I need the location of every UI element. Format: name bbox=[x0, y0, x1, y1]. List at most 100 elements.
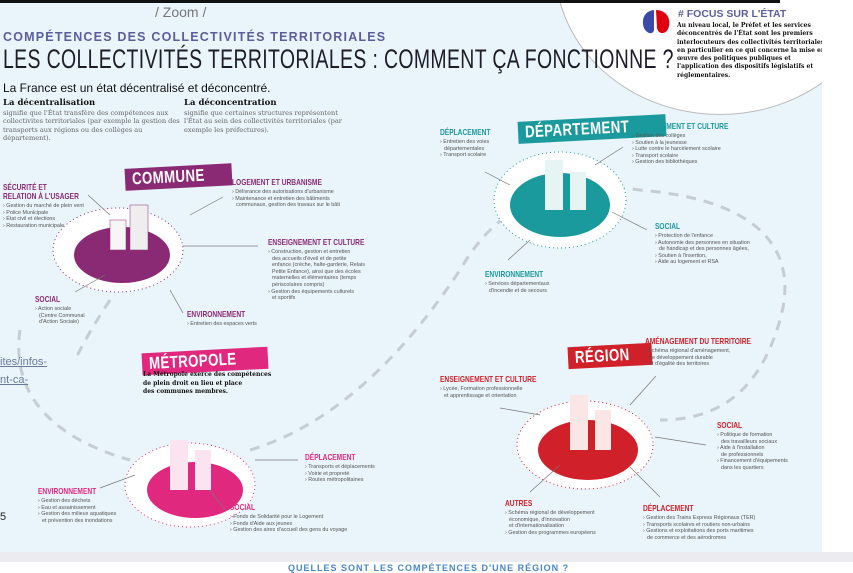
list-item: › Transports et déplacements bbox=[305, 464, 375, 470]
section-c-environnement: ENVIRONNEMENT › Entretien des espaces ver… bbox=[187, 310, 262, 328]
section-c-securite: SÉCURITÉ ET RELATION À L'USAGER› Gestion… bbox=[3, 183, 100, 229]
list-item: › Entretien des voies départementales bbox=[440, 139, 490, 152]
section-m-social: SOCIAL › Fonds de Solidarité pour le Loge… bbox=[230, 503, 347, 534]
definition-term: La déconcentration bbox=[184, 98, 277, 108]
section-m-environnement: ENVIRONNEMENT › Gestion des déchets› Eau … bbox=[38, 487, 116, 524]
list-item: › Services départementaux d'incendie et … bbox=[485, 281, 550, 294]
focus-text: Au niveau local, le Préfet et les servic… bbox=[677, 22, 822, 79]
section-list: › Services départementaux d'incendie et … bbox=[485, 281, 560, 294]
list-item: › Gestion du marché de plein vent bbox=[3, 203, 84, 209]
section-list: › Fonds de Solidarité pour le Logement› … bbox=[230, 514, 347, 534]
section-r-autres: AUTRES› Schéma régional de développement… bbox=[505, 499, 596, 536]
page-title: LES COLLECTIVITÉS TERRITORIALES : COMMEN… bbox=[3, 44, 674, 74]
list-item: › Action sociale (Centre Communal d'Acti… bbox=[35, 306, 85, 326]
next-section-heading: QUELLES SONT LES COMPÉTENCES D'UNE RÉGIO… bbox=[288, 563, 570, 573]
section-title: DÉPLACEMENT bbox=[305, 452, 356, 462]
article-link-fragment[interactable]: ites/infos- bbox=[0, 356, 48, 368]
section-title: SOCIAL bbox=[717, 420, 743, 430]
section-list: › Délivrance des autorisations d'urbanis… bbox=[232, 189, 347, 209]
list-item: › Gestion des collèges bbox=[632, 133, 686, 139]
focus-title: # FOCUS SUR L'ÉTAT bbox=[678, 8, 787, 20]
list-item: › Maintenance et entretien des bâtiments… bbox=[232, 195, 340, 209]
section-d-deplacement: DÉPLACEMENT › Entretien des voies départe… bbox=[440, 128, 505, 159]
list-item: › Gestion des aires d'accueil des gens d… bbox=[230, 527, 348, 534]
section-title: SOCIAL bbox=[230, 502, 256, 512]
section-title: ENSEIGNEMENT ET CULTURE bbox=[440, 374, 537, 384]
section-r-deplacement: DÉPLACEMENT › Gestion des Trains Express … bbox=[643, 504, 755, 541]
section-c-social: SOCIAL › Action sociale (Centre Communal … bbox=[35, 295, 85, 326]
definition-text: signifie que certaines structures représ… bbox=[184, 109, 342, 134]
section-title: ENVIRONNEMENT bbox=[187, 309, 246, 319]
list-item: › Gestion des Trains Express Régionaux (… bbox=[643, 515, 756, 521]
text-fragment: 5 bbox=[0, 511, 7, 523]
section-list: › Politique de formation des travailleur… bbox=[717, 432, 788, 472]
section-d-environnement: ENVIRONNEMENT › Services départementaux d… bbox=[485, 270, 560, 294]
section-list: › Construction, gestion et entretien des… bbox=[268, 249, 392, 302]
definition-decentralisation: La décentralisation signifie que l'État … bbox=[3, 98, 181, 143]
section-m-deplacement: DÉPLACEMENT› Transports et déplacements›… bbox=[305, 453, 375, 484]
list-item: › Autonomie des personnes en situation d… bbox=[655, 239, 750, 253]
list-item: › Lutte contre le harcèlement scolaire bbox=[632, 146, 721, 153]
list-item: › Transport scolaire bbox=[632, 152, 679, 159]
section-title: SOCIAL bbox=[655, 221, 681, 231]
list-item: › Politique de formation des travailleur… bbox=[717, 432, 778, 445]
commune-illustration bbox=[52, 204, 184, 293]
list-item: › Schéma régional de développement écono… bbox=[505, 510, 595, 530]
definition-text: signifie que l'État transfère des compét… bbox=[3, 109, 180, 143]
section-title: ENVIRONNEMENT bbox=[485, 269, 544, 279]
section-list: › Lycée, Formation professionnelle et ap… bbox=[440, 386, 564, 399]
section-title: DÉPLACEMENT bbox=[440, 127, 491, 137]
list-item: › Construction, gestion et entretien des… bbox=[268, 249, 365, 288]
list-item: › Entretien des espaces verts bbox=[187, 321, 257, 327]
list-item: › Gestions et exploitations des ports ma… bbox=[643, 528, 754, 541]
region-label: RÉGION bbox=[567, 342, 653, 370]
section-list: › Protection de l'enfance› Autonomie des… bbox=[655, 233, 750, 266]
list-item: › Financement d'équipements dans les qua… bbox=[717, 458, 788, 471]
zoom-label: / Zoom / bbox=[155, 4, 207, 20]
section-title: ENSEIGNEMENT ET CULTURE bbox=[268, 237, 365, 247]
section-title: AMÉNAGEMENT DU TERRITOIRE bbox=[645, 336, 751, 346]
list-item: › Routes métropolitaines bbox=[305, 477, 364, 484]
list-item: › Transports scolaires et routiers non-u… bbox=[643, 521, 750, 528]
section-r-enseignement: ENSEIGNEMENT ET CULTURE › Lycée, Formatio… bbox=[440, 375, 564, 399]
list-item: › État civil et élections bbox=[3, 216, 56, 223]
list-item: › Voirie et propreté bbox=[305, 470, 350, 477]
list-item: › Gestion des déchets bbox=[38, 498, 91, 504]
section-list: › Schéma régional d'aménagement, de déve… bbox=[645, 348, 781, 368]
section-c-logement: LOGEMENT ET URBANISME › Délivrance des au… bbox=[232, 178, 347, 209]
page-subtitle: COMPÉTENCES DES COLLECTIVITÉS TERRITORIA… bbox=[3, 30, 387, 44]
section-d-social: SOCIAL › Protection de l'enfance› Autonom… bbox=[655, 222, 750, 266]
section-d-enseignement: ENSEIGNEMENT ET CULTURE › Gestion des col… bbox=[632, 122, 756, 166]
list-item: › Délivrance des autorisations d'urbanis… bbox=[232, 189, 334, 195]
infographic: / Zoom / COMPÉTENCES DES COLLECTIVITÉS T… bbox=[0, 0, 822, 552]
top-bar bbox=[0, 0, 780, 3]
section-list: › Entretien des voies départementales› T… bbox=[440, 139, 505, 159]
section-title: LOGEMENT ET URBANISME bbox=[232, 177, 322, 187]
list-item: › Gestion des bibliothèques bbox=[632, 159, 698, 166]
list-item: › Gestion des équipements culturels et s… bbox=[268, 288, 354, 302]
list-item: › Gestion des milieux aquatiques et prév… bbox=[38, 511, 117, 524]
section-list: › Gestion des collèges› Soutien à la jeu… bbox=[632, 133, 756, 166]
list-item: › Protection de l'enfance bbox=[655, 233, 713, 239]
section-title: SOCIAL bbox=[35, 294, 61, 304]
article-link-fragment[interactable]: nt-ca- bbox=[0, 374, 29, 386]
definition-deconcentration: La déconcentration signifie que certaine… bbox=[184, 98, 354, 134]
metropole-illustration bbox=[124, 440, 256, 528]
section-list: › Transports et déplacements› Voirie et … bbox=[305, 464, 375, 484]
list-item: › Soutien à l'insertion, bbox=[655, 252, 707, 259]
section-list: › Gestion des déchets› Eau et assainisse… bbox=[38, 498, 116, 524]
separator bbox=[0, 552, 853, 562]
section-title: ENSEIGNEMENT ET CULTURE bbox=[632, 121, 729, 131]
section-list: › Gestion du marché de plein vent› Polic… bbox=[3, 203, 100, 229]
list-item: › Aide au logement et RSA bbox=[655, 259, 719, 266]
departement-illustration bbox=[493, 151, 627, 249]
section-list: › Gestion des Trains Express Régionaux (… bbox=[643, 515, 755, 541]
list-item: › Gestion des programmes européens bbox=[505, 529, 596, 536]
list-item: › Eau et assainissement bbox=[38, 504, 96, 511]
list-item: › Schéma régional d'aménagement, de déve… bbox=[645, 348, 731, 368]
section-r-social: SOCIAL › Politique de formation des trava… bbox=[717, 421, 788, 472]
section-title: ENVIRONNEMENT bbox=[38, 486, 97, 496]
section-title: DÉPLACEMENT bbox=[643, 503, 694, 513]
list-item: › Restauration municipale bbox=[3, 222, 65, 229]
definition-term: La décentralisation bbox=[3, 98, 96, 108]
